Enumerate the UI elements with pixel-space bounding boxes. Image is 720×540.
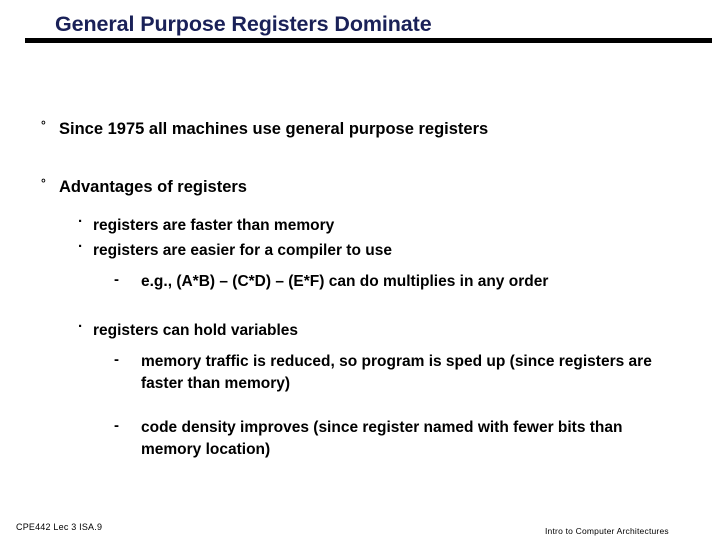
bullet-item-level2: · registers are faster than memory bbox=[0, 213, 720, 237]
bullet-item-level3: - memory traffic is reduced, so program … bbox=[0, 351, 720, 395]
bullet-item-level3: - e.g., (A*B) – (C*D) – (E*F) can do mul… bbox=[0, 271, 720, 293]
bullet-marker-degree-icon: ° bbox=[41, 176, 46, 190]
bullet-text: Since 1975 all machines use general purp… bbox=[59, 120, 489, 138]
bullet-item-level1: ° Since 1975 all machines use general pu… bbox=[0, 118, 720, 140]
bullet-marker-dot-icon: · bbox=[78, 318, 83, 335]
footer-right-label: Intro to Computer Architectures bbox=[545, 526, 669, 536]
bullet-marker-degree-icon: ° bbox=[41, 118, 46, 132]
bullet-text: registers are easier for a compiler to u… bbox=[93, 242, 392, 259]
footer-left-label: CPE442 Lec 3 ISA.9 bbox=[16, 522, 103, 532]
spacer bbox=[0, 156, 720, 176]
spacer bbox=[0, 295, 720, 319]
bullet-text: code density improves (since register na… bbox=[141, 419, 623, 458]
spacer bbox=[0, 397, 720, 417]
bullet-marker-dot-icon: · bbox=[78, 213, 83, 230]
bullet-item-level2: · registers can hold variables bbox=[0, 318, 720, 342]
bullet-text: registers can hold variables bbox=[93, 322, 299, 339]
title-divider bbox=[25, 38, 712, 43]
bullet-item-level2: · registers are easier for a compiler to… bbox=[0, 238, 720, 262]
bullet-item-level3: - code density improves (since register … bbox=[0, 417, 720, 461]
bullet-text: Advantages of registers bbox=[59, 178, 247, 196]
bullet-marker-dash-icon: - bbox=[114, 351, 119, 368]
page-title: General Purpose Registers Dominate bbox=[55, 12, 432, 36]
slide-body: ° Since 1975 all machines use general pu… bbox=[0, 118, 720, 463]
bullet-marker-dash-icon: - bbox=[114, 271, 119, 288]
bullet-text: memory traffic is reduced, so program is… bbox=[141, 353, 652, 392]
bullet-item-level1: ° Advantages of registers bbox=[0, 176, 720, 198]
bullet-marker-dot-icon: · bbox=[78, 238, 83, 255]
spacer bbox=[0, 344, 720, 351]
bullet-text: e.g., (A*B) – (C*D) – (E*F) can do multi… bbox=[141, 273, 549, 290]
spacer bbox=[0, 264, 720, 271]
bullet-text: registers are faster than memory bbox=[93, 217, 335, 234]
bullet-marker-dash-icon: - bbox=[114, 417, 119, 434]
